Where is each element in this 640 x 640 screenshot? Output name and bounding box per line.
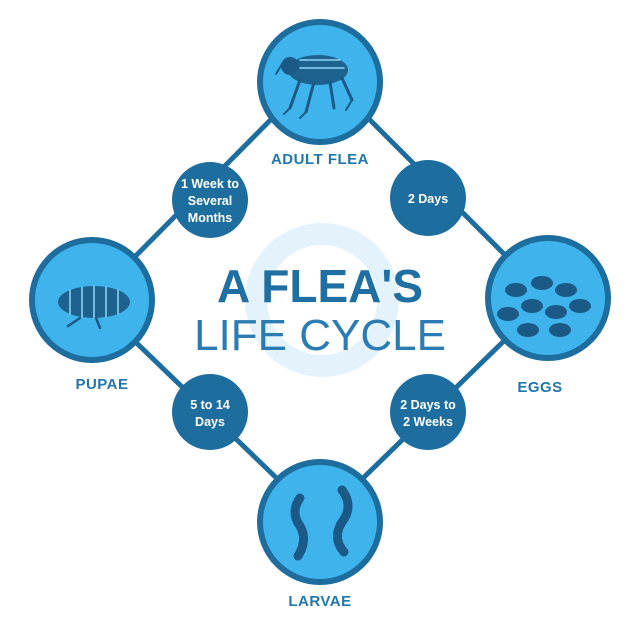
duration-text-pupae-adult-2: Several [188,194,232,208]
stage-eggs: EGGS [485,235,611,396]
duration-larvae-to-pupae: 5 to 14 Days [172,374,248,450]
duration-circle-larvae-pupae [172,374,248,450]
title-line-2: LIFE CYCLE [194,311,446,360]
duration-text-larvae-pupae-2: Days [195,415,225,429]
adult-flea-icon [275,55,354,119]
duration-text-pupae-adult-3: Months [188,211,232,225]
duration-circle-adult-eggs [390,160,466,236]
duration-adult-to-eggs: 2 Days [390,160,466,236]
duration-text-larvae-pupae-1: 5 to 14 [190,398,230,412]
stage-circle-larvae [257,459,383,585]
stage-circle-eggs [485,235,611,361]
title-line-1: A FLEA'S [217,260,423,312]
duration-text-adult-eggs: 2 Days [408,192,448,206]
duration-text-pupae-adult-1: 1 Week to [181,177,239,191]
stage-label-pupae: PUPAE [75,376,128,393]
stage-adult-flea: ADULT FLEA [257,19,383,168]
stage-larvae: LARVAE [257,459,383,610]
duration-text-eggs-larvae-1: 2 Days to [400,398,456,412]
eggs-icon [497,276,591,337]
center-ring [245,223,399,377]
larvae-icon [290,485,353,561]
stage-label-adult: ADULT FLEA [271,151,369,168]
stage-label-eggs: EGGS [517,379,562,396]
duration-circle-eggs-larvae [390,374,466,450]
stage-pupae: PUPAE [29,237,155,393]
duration-text-eggs-larvae-2: 2 Weeks [403,415,453,429]
duration-circle-pupae-adult [172,162,248,238]
duration-pupae-to-adult: 1 Week to Several Months [172,162,248,238]
duration-eggs-to-larvae: 2 Days to 2 Weeks [390,374,466,450]
pupae-icon [58,285,130,330]
stage-label-larvae: LARVAE [288,593,351,610]
